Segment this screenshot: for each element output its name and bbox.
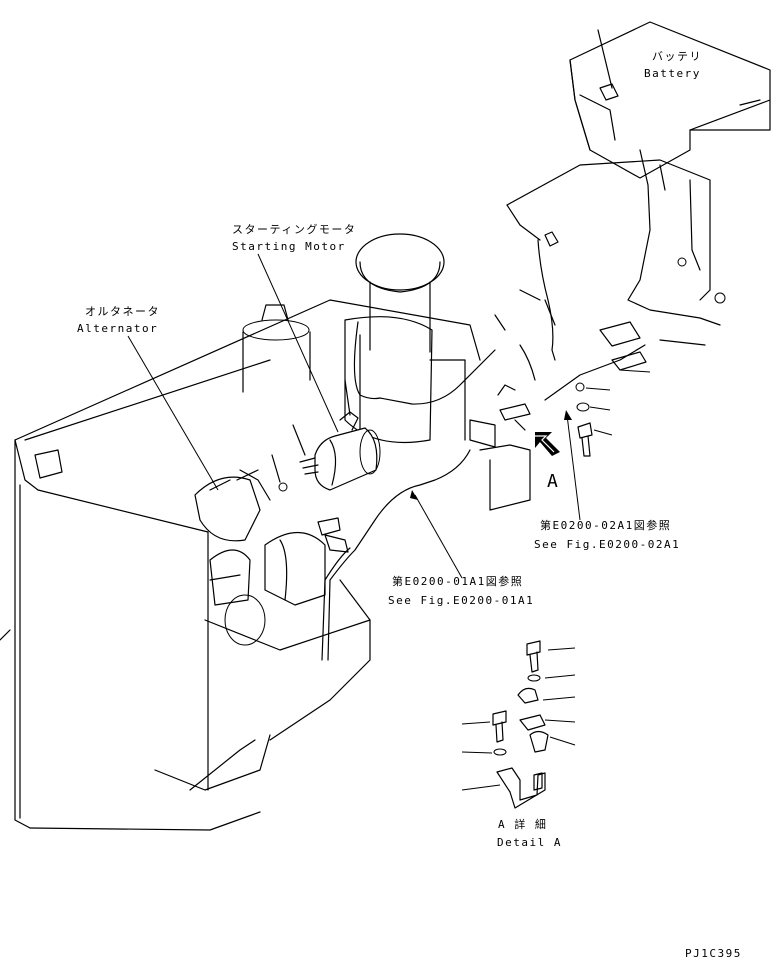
battery-box-frame — [506, 149, 726, 371]
wiring-harness — [317, 231, 646, 661]
view-marker-a: A — [547, 471, 558, 492]
battery-label-en: Battery — [644, 67, 701, 80]
engine-block — [0, 299, 481, 831]
alternator-label-en: Alternator — [77, 322, 158, 335]
ref-label-1-en: See Fig.E0200-02A1 — [534, 538, 680, 551]
leader-lines — [127, 253, 581, 579]
right-fasteners — [575, 369, 651, 457]
view-arrow-a — [532, 432, 560, 456]
starting-motor-drawing — [292, 379, 381, 491]
relay-bracket — [469, 384, 531, 511]
ref-label-2-en: See Fig.E0200-01A1 — [388, 594, 534, 607]
battery-label-jp: バッテリ — [652, 50, 702, 63]
ref-label-1-jp: 第E0200-02A1図参照 — [540, 518, 671, 532]
filter-cylinder — [242, 304, 311, 393]
air-cleaner — [344, 233, 466, 443]
battery-drawing — [569, 21, 771, 179]
alternator-label-jp: オルタネータ — [85, 305, 160, 318]
detail-a-label-en: Detail A — [497, 836, 562, 849]
detail-a-label-jp: A 詳 細 — [498, 817, 547, 831]
starting-motor-label-jp: スターティングモータ — [232, 222, 356, 236]
ref-label-2-jp: 第E0200-01A1図参照 — [392, 574, 523, 588]
detail-a-drawing — [461, 640, 576, 809]
starting-motor-label-en: Starting Motor — [232, 240, 346, 253]
drawing-code: PJ1C395 — [685, 947, 742, 960]
